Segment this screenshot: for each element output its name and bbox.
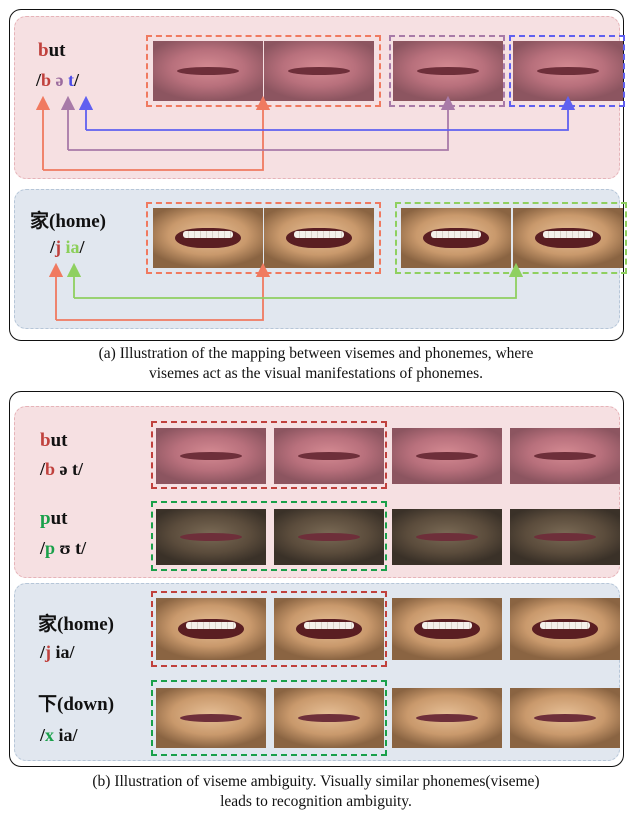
viseme-frame [510, 598, 620, 660]
word-home-rest: (home) [57, 614, 114, 635]
caption-a-line2: visemes act as the visual manifestations… [0, 364, 632, 383]
ambiguous-group-x-box [151, 680, 387, 756]
phoneme-rest: ə t/ [55, 459, 83, 479]
word-home-char: 家 [38, 614, 57, 635]
phoneme-p: p [45, 538, 55, 558]
ambiguous-group-b-box [151, 421, 387, 489]
phoneme-x: x [45, 725, 54, 745]
phoneme-rest: ʊ t/ [55, 538, 86, 558]
word-put: put [40, 508, 67, 530]
word-down: 下(down) [38, 689, 114, 716]
viseme-frame [392, 428, 502, 484]
phoneme-b: b [45, 459, 55, 479]
phoneme-rest: ia/ [51, 642, 75, 662]
phoneme-but: /b ə t/ [40, 459, 83, 480]
word-down-char: 下 [38, 694, 57, 715]
viseme-frame [510, 688, 620, 748]
phoneme-down: /x ia/ [40, 725, 78, 746]
mapping-arrows [0, 0, 632, 350]
viseme-frame [510, 509, 620, 565]
word-down-rest: (down) [57, 694, 114, 715]
phoneme-put: /p ʊ t/ [40, 538, 86, 559]
viseme-frame [392, 509, 502, 565]
letter-p: p [40, 508, 51, 529]
word-put-rest: ut [51, 508, 68, 529]
phoneme-home: /j ia/ [40, 642, 75, 663]
phoneme-rest: ia/ [54, 725, 78, 745]
caption-b-line1: (b) Illustration of viseme ambiguity. Vi… [0, 772, 632, 791]
ambiguous-group-p-box [151, 501, 387, 571]
viseme-frame [392, 688, 502, 748]
ambiguous-group-j-box [151, 591, 387, 667]
viseme-frame [510, 428, 620, 484]
caption-b-line2: leads to recognition ambiguity. [0, 792, 632, 811]
letter-b: b [40, 430, 51, 451]
viseme-frame [392, 598, 502, 660]
word-but-rest: ut [51, 430, 68, 451]
word-home: 家(home) [38, 609, 114, 636]
word-but: but [40, 430, 67, 452]
caption-a-line1: (a) Illustration of the mapping between … [0, 344, 632, 363]
